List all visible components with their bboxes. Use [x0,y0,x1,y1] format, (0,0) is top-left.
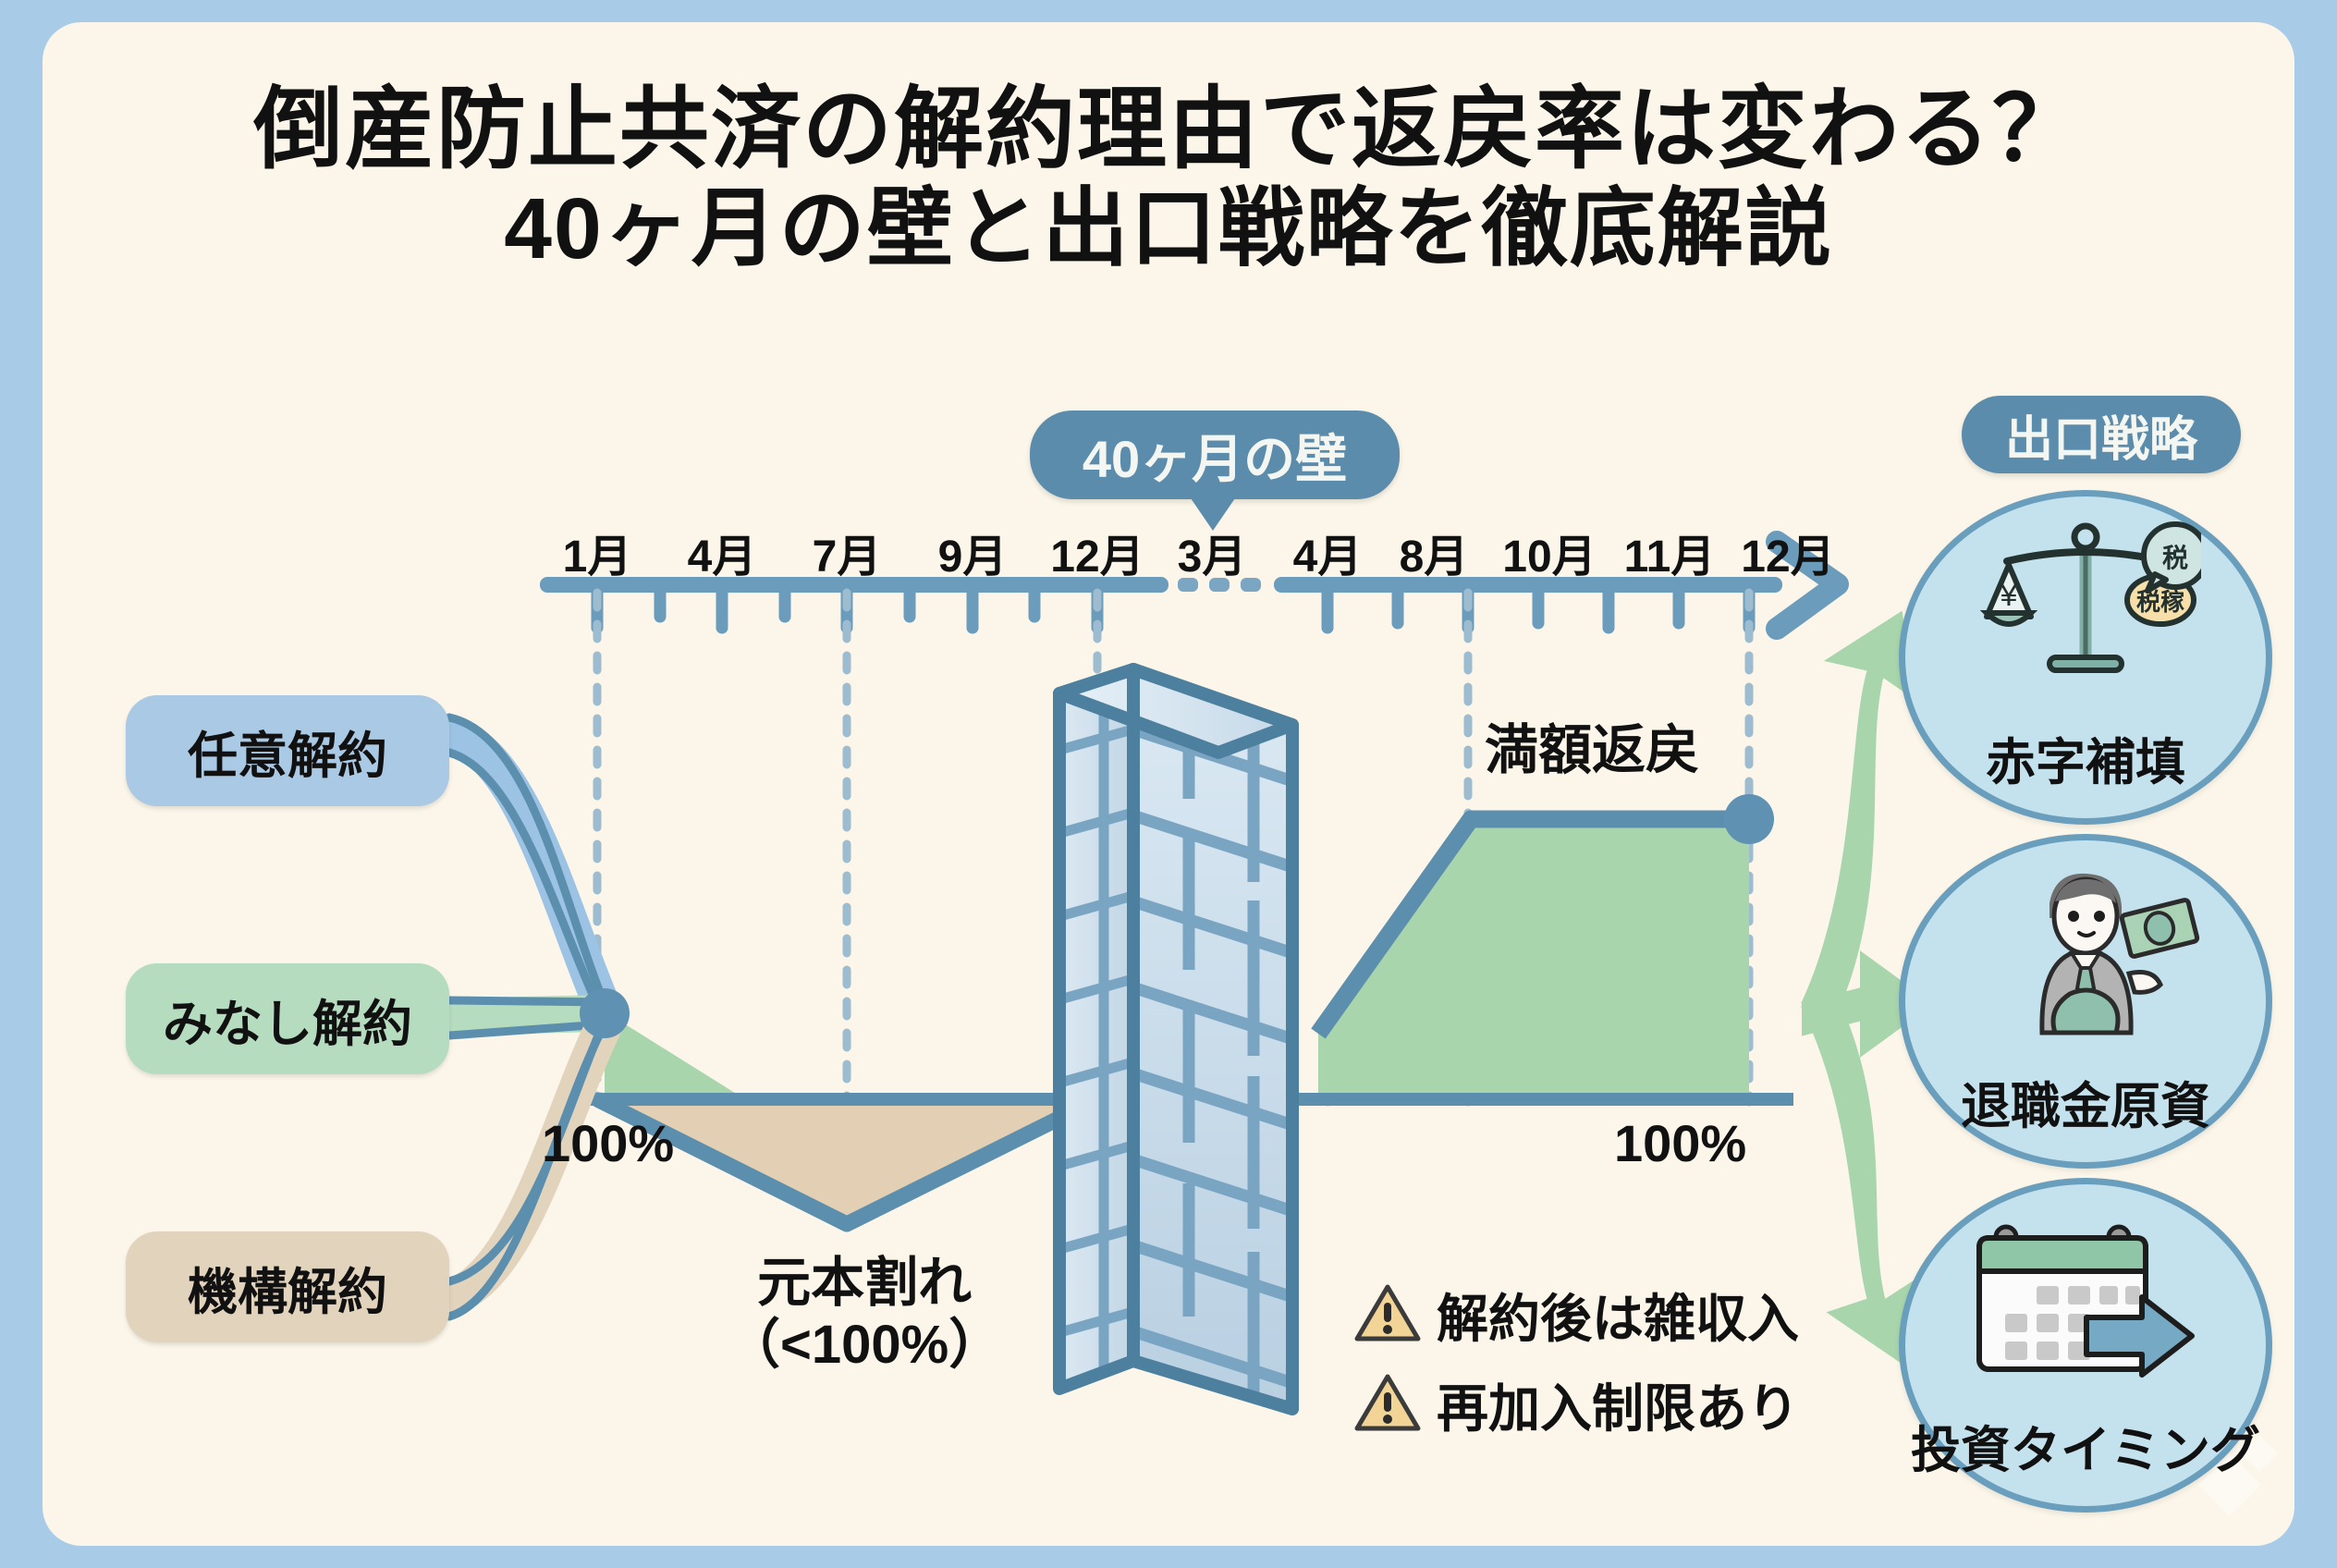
flow-ribbon-kikou [431,1002,625,1321]
timeline-break-marker [1178,578,1261,592]
full-refund-label: 満額返戻 [1485,720,1700,780]
svg-text:税稼: 税稼 [2136,588,2184,616]
warning-triangle-icon [1353,1372,1422,1438]
exit-option-caption: 退職金原資 [1961,1079,2210,1134]
exit-option-toushi-timing[interactable]: 投資タイミング [1899,1178,2272,1513]
category-chip-ninni-kaiyaku[interactable]: 任意解約 [126,695,449,806]
wall-badge-tail-icon [1189,496,1237,531]
warning-triangle-icon [1353,1282,1422,1348]
tick-label-left-5: 3月 [1177,533,1247,582]
flow-ribbon-minashi [431,995,623,1040]
warning-item: 解約後は雑収入 [1353,1278,1799,1353]
tick-label-left-4: 12月 [1050,533,1144,582]
baseline-label-right: 100% [1614,1114,1747,1172]
warning-item: 再加入制限あり [1353,1367,1799,1442]
chart-canvas [431,531,2278,1516]
tick-label-left-3: 9月 [937,533,1008,582]
calendar-arrow-icon [1970,1208,2201,1389]
tick-label-right-0: 4月 [1292,533,1363,582]
principal-loss-area [593,1092,1101,1232]
balance-scale-icon: ¥ 税稼 税 [1970,521,2209,701]
tick-label-right-4: 12月 [1741,533,1835,582]
principal-loss-label-line1: 元本割れ [757,1253,973,1313]
exit-option-akaji-hoten[interactable]: ¥ 税稼 税 赤字補填 [1899,490,2272,825]
warning-text: 解約後は雑収入 [1437,1290,1799,1348]
timeline-axis-left [540,577,1168,634]
svg-text:税: 税 [2162,543,2188,572]
tick-label-right-1: 8月 [1399,533,1469,582]
convergence-green-wedge [605,1011,745,1099]
exit-option-caption: 投資タイミング [1911,1423,2260,1478]
exit-option-caption: 赤字補填 [1986,735,2185,790]
convergence-node [580,988,630,1038]
flow-ribbon-ninn [431,713,623,1030]
warning-text: 再加入制限あり [1437,1379,1799,1438]
exit-option-taishokukin-gennshi[interactable]: 退職金原資 [1899,834,2272,1169]
corner-mark-icon [2198,1435,2278,1516]
tick-label-right-3: 11月 [1623,533,1716,582]
page-title: 倒産防止共済の解約理由で返戻率は変わる？ 40ヶ月の壁と出口戦略を徹底解説 [43,79,2294,276]
category-chip-minashi-kaiyaku[interactable]: みなし解約 [126,963,449,1074]
forty-month-wall-icon [1053,663,1299,1415]
svg-text:¥: ¥ [2000,578,2018,613]
tick-label-left-1: 4月 [687,533,757,582]
tick-label-left-2: 7月 [812,533,882,582]
category-chip-kikou-kaiyaku[interactable]: 機構解約 [126,1231,449,1342]
exit-strategy-badge: 出口戦略 [1962,396,2241,473]
principal-loss-label: 元本割れ （<100%） [727,1252,1002,1377]
forty-month-wall-badge: 40ヶ月の壁 [1030,410,1400,499]
baseline-label-left: 100% [542,1114,675,1172]
warning-list: 解約後は雑収入 再加入制限あり [1353,1278,1799,1457]
full-refund-area [1311,794,1774,1102]
title-line-1: 倒産防止共済の解約理由で返戻率は変わる？ [253,79,2084,179]
infographic-card: 倒産防止共済の解約理由で返戻率は変わる？ 40ヶ月の壁と出口戦略を徹底解説 [43,22,2294,1546]
baseline-100 [586,1093,1793,1106]
title-line-2: 40ヶ月の壁と出口戦略を徹底解説 [504,179,1833,276]
tick-label-left-0: 1月 [562,533,632,582]
principal-loss-label-line2: （<100%） [727,1315,1003,1376]
businessman-money-icon [1970,864,2201,1045]
tick-label-right-2: 10月 [1502,533,1597,582]
